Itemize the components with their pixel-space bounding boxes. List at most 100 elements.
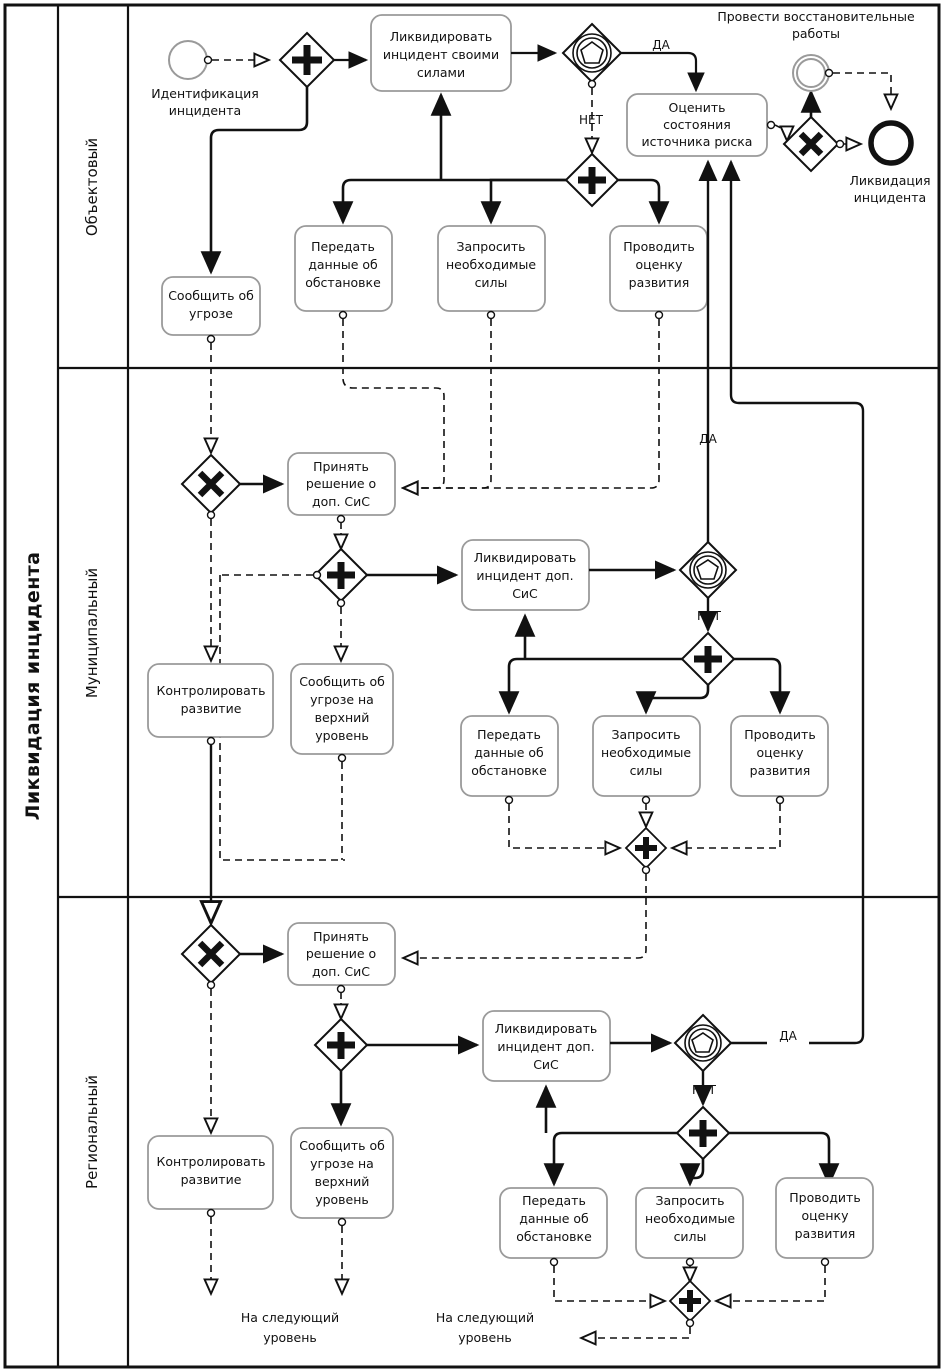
flow-mun-gw2-to-task2 [635,685,710,715]
flow-reg-task1-to-gw3 [553,1266,668,1309]
gateway-exclusive-object[interactable] [782,115,840,173]
start-event-label-line1: Идентификация [151,86,258,101]
task-eliminate-mun-line2: инцидент доп. [476,568,573,583]
flow-object-task1-to-municipal-decide [342,319,445,496]
pool-title-text: Ликвидация инцидента [22,552,44,821]
task-request-forces-reg-line3: силы [674,1229,707,1244]
flow-mun-gw2-to-task3 [734,657,791,715]
lane-label-regional: Региональный [83,1075,101,1189]
task-report-up-mun-line1: Сообщить об [299,674,385,689]
gateway-event-object[interactable] [561,22,623,84]
task-request-forces-reg-line2: необходимые [645,1211,735,1226]
task-eliminate-own-forces-line1: Ликвидировать [390,29,493,44]
task-control-mun-line2: развитие [181,701,242,716]
task-request-forces-mun-line1: Запросить [611,727,680,742]
task-transfer-data-object-line3: обстановке [305,275,381,290]
pool-frame [3,3,941,1369]
connector-dot [206,1208,216,1218]
flow-label-no-object: НЕТ [579,113,604,127]
pool-title: Ликвидация инцидента [22,552,44,821]
task-decide-reg-line2: решение о [306,946,376,961]
task-eliminate-own-forces-line2: инцидент своими [383,47,499,62]
connector-dot [641,865,651,875]
task-decide-municipal-line3: доп. СиС [312,494,370,509]
task-report-threat-object-line1: Сообщить об [168,288,254,303]
flow-yes-to-assess [621,51,705,93]
task-decide-municipal-line1: Принять [313,459,369,474]
task-transfer-data-object-line2: данные об [308,257,378,272]
connector-dot [835,139,845,149]
task-development-assessment-object-line2: оценку [636,257,684,272]
task-request-forces-reg-line1: Запросить [655,1193,724,1208]
connector-dot [766,120,776,130]
exit-label-right-line2: уровень [458,1330,512,1345]
task-request-forces-mun-line2: необходимые [601,745,691,760]
flow-reg-gw3-out-left [578,1327,691,1346]
intermediate-event-restoration[interactable] [792,54,830,92]
task-report-up-reg-line3: верхний [315,1174,370,1189]
connector-dot [337,753,347,763]
end-event-label-line2: инцидента [854,190,926,205]
task-assess-risk-source-line1: Оценить [669,100,726,115]
gateway-parallel-object-1[interactable] [278,31,336,89]
task-report-up-reg-line2: угрозе на [310,1156,374,1171]
gateway-parallel-municipal-2[interactable] [680,631,736,687]
task-report-up-mun-line2: угрозе на [310,692,374,707]
gateway-event-municipal[interactable] [678,540,738,600]
connector-dot [203,55,213,65]
task-request-forces-object-line2: необходимые [446,257,536,272]
task-eliminate-additional-regional[interactable] [482,1010,611,1082]
task-control-reg-line1: Контролировать [157,1154,266,1169]
connector-dot [206,980,216,990]
connector-dot [336,514,346,524]
flow-label-yes-regional: ДА [779,1029,797,1043]
connector-dot [775,795,785,805]
exit-label-left-line1: На следующий [241,1310,339,1325]
flow-mun-task3-to-gw3 [669,804,781,856]
task-eliminate-own-forces-line3: силами [417,65,465,80]
gateway-event-regional[interactable] [673,1013,733,1073]
start-event-label-line2: инцидента [169,103,241,118]
flow-label-yes-object: ДА [652,38,670,52]
gateway-parallel-regional-2[interactable] [675,1105,731,1161]
gateway-parallel-regional-1[interactable] [313,1017,369,1073]
task-request-forces-object-line3: силы [475,275,508,290]
flow-mun-gw3-to-regional-decide [400,874,647,966]
flow-gw2-to-task2 [480,178,566,225]
end-event-label-line1: Ликвидация [849,173,930,188]
end-event-incident-liquidation[interactable] [868,120,914,166]
task-control-mun-line1: Контролировать [157,683,266,698]
flow-assess-to-xgw [774,124,795,144]
gateway-parallel-object-2[interactable] [564,152,620,208]
task-control-reg-line2: развитие [181,1172,242,1187]
task-transfer-data-mun-line3: обстановке [471,763,547,778]
connector-dot [206,510,216,520]
exit-label-left-line2: уровень [263,1330,317,1345]
gateway-exclusive-municipal[interactable] [180,453,242,515]
task-transfer-data-reg-line3: обстановке [516,1229,592,1244]
task-report-up-reg-line4: уровень [315,1192,369,1207]
flow-mun-gw2-to-task1 [498,657,682,715]
connector-dot [685,1318,695,1328]
gateway-parallel-regional-3[interactable] [668,1279,712,1323]
task-assess-risk-source-line2: состояния [663,117,731,132]
gateway-parallel-municipal-1[interactable] [313,547,369,603]
flow-gw1-to-report [200,87,309,275]
flow-reg-gw2-to-task2 [679,1159,705,1187]
intermediate-event-label-line1: Провести восстановительные [717,9,915,24]
start-event-identification[interactable] [168,40,208,80]
task-decide-municipal-line2: решение о [306,476,376,491]
connector-dot [336,598,346,608]
connector-dot [685,1257,695,1267]
flow-reg-gw2-to-task1 [543,1131,677,1187]
task-transfer-data-object-line1: Передать [311,239,375,254]
gateway-parallel-municipal-3[interactable] [624,826,668,870]
task-eliminate-additional-municipal[interactable] [461,539,590,611]
exit-label-right-line1: На следующий [436,1310,534,1325]
intermediate-event-label-line2: работы [792,26,840,41]
gateway-exclusive-regional[interactable] [180,923,242,985]
task-transfer-data-reg-line1: Передать [522,1193,586,1208]
connector-dot [336,984,346,994]
flow-gw2-to-task1 [332,178,566,225]
